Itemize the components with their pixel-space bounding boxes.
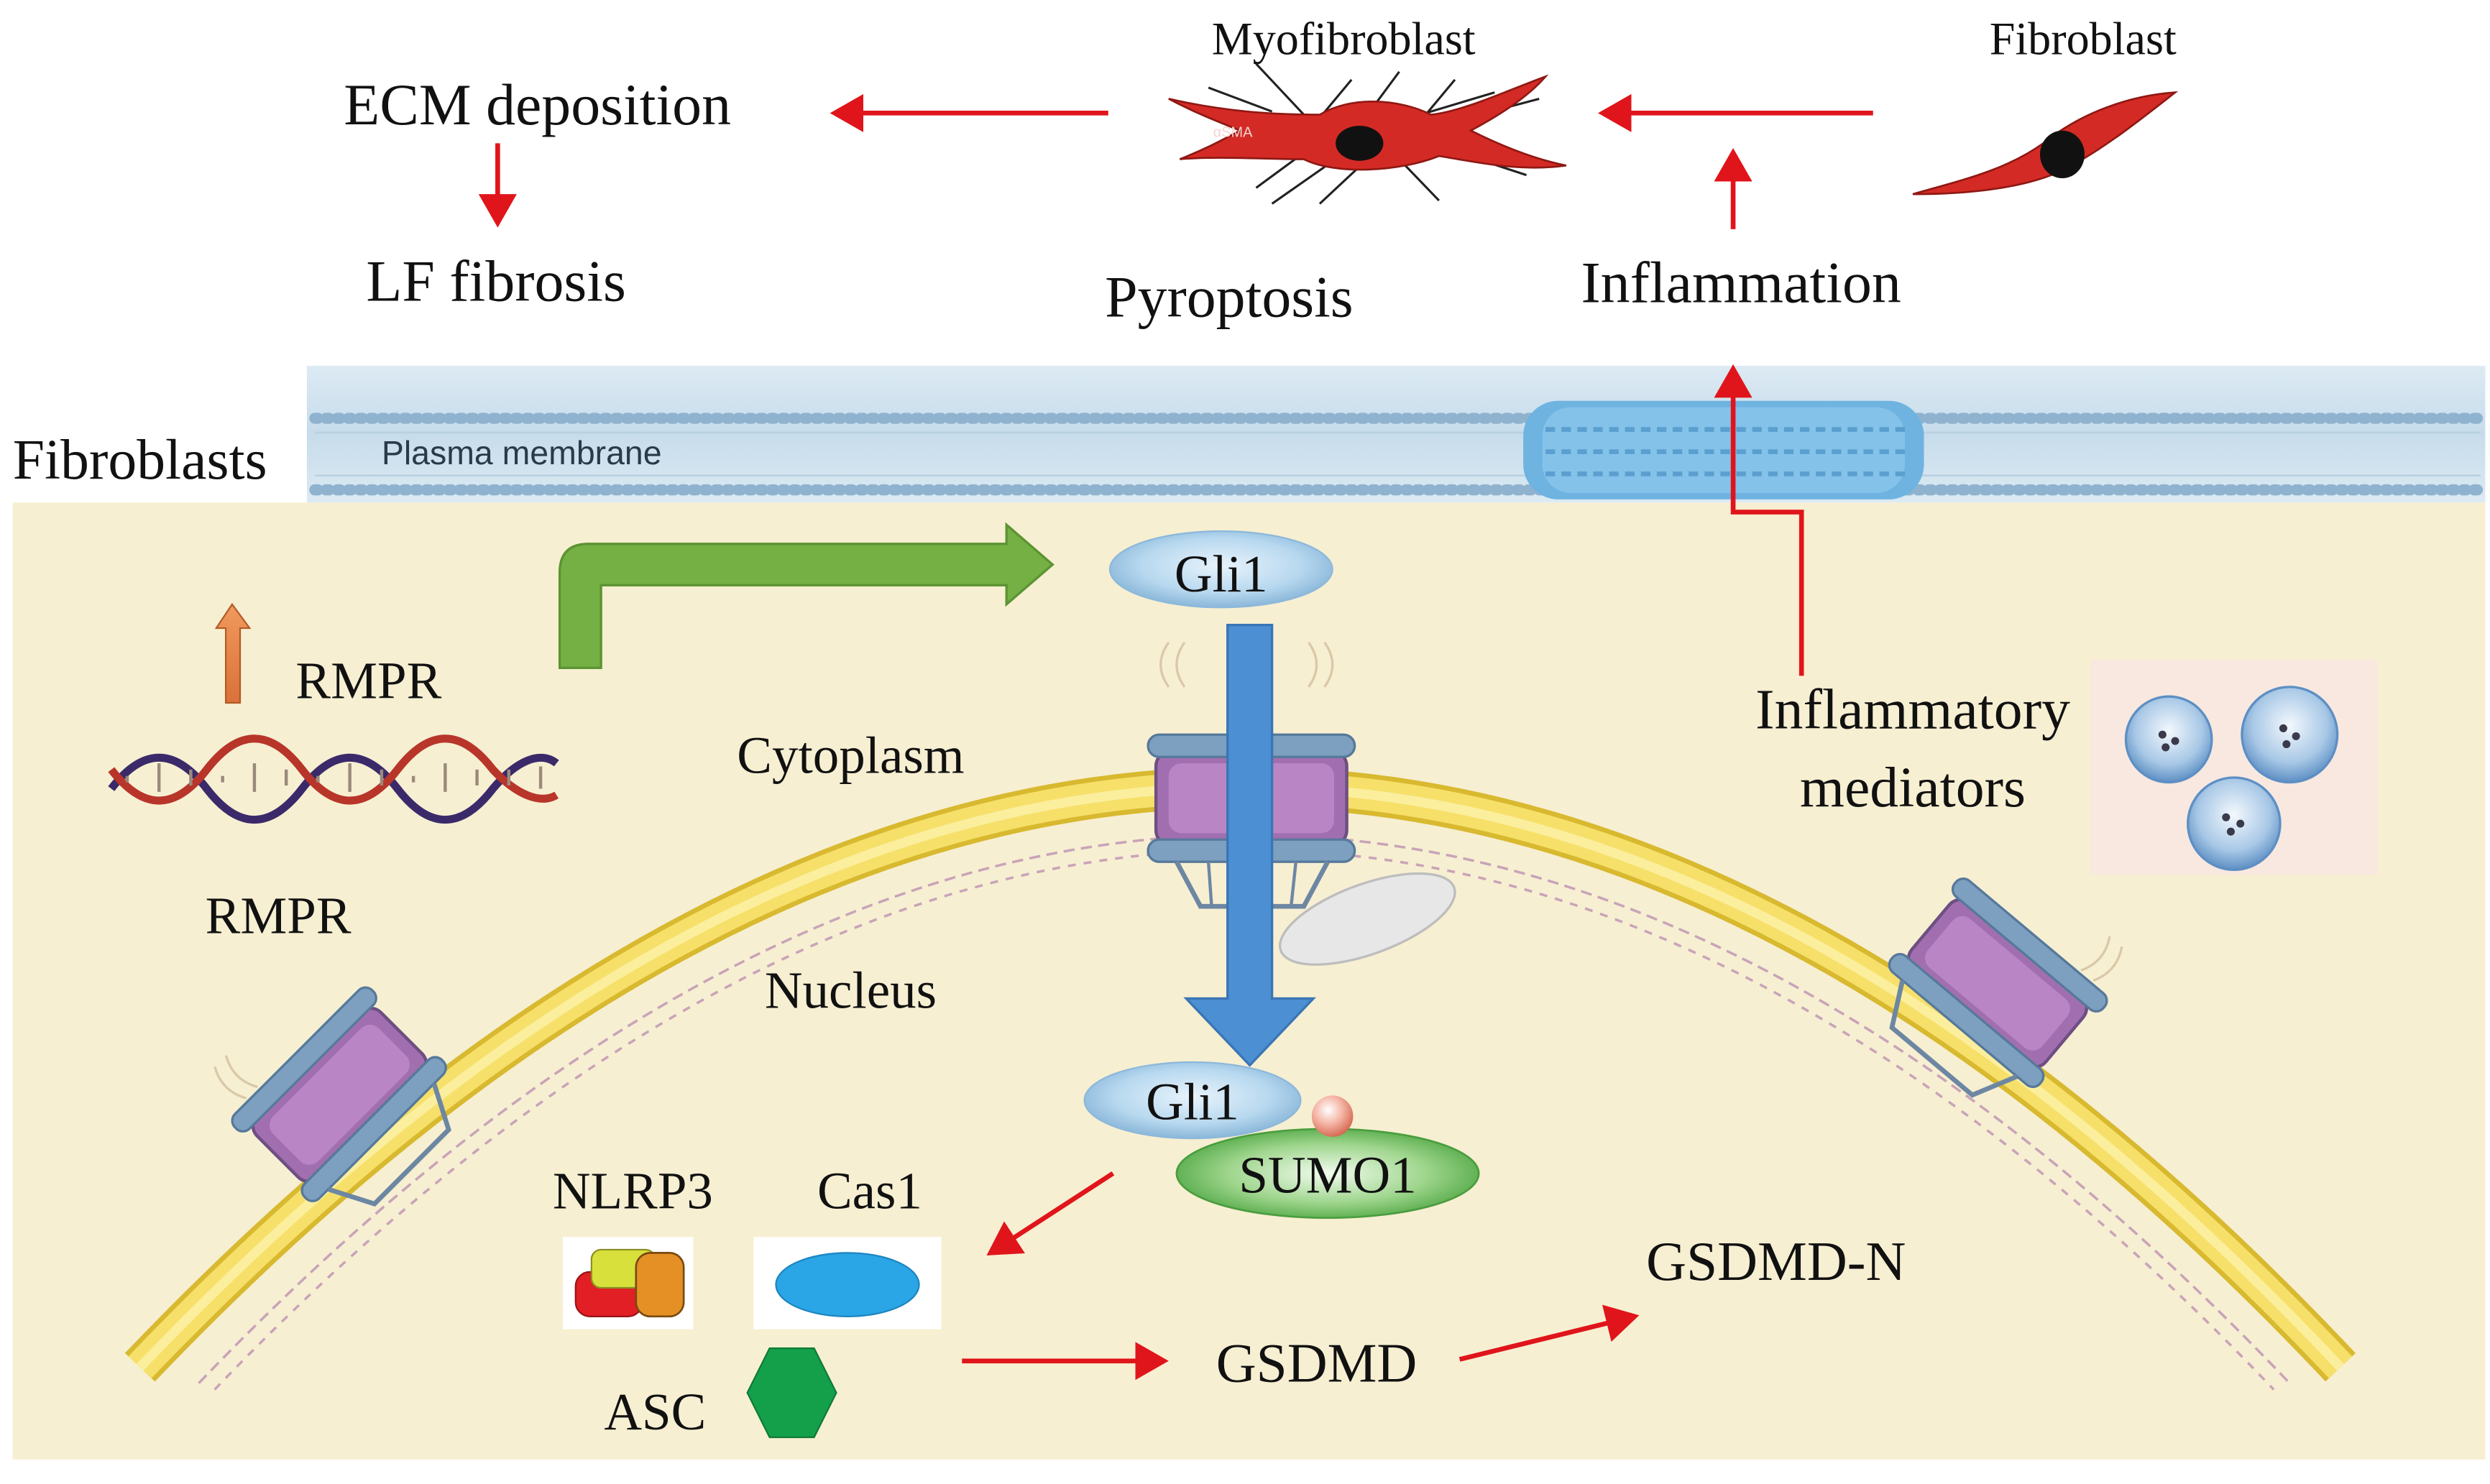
- gli1-bottom-label: Gli1: [1146, 1073, 1239, 1131]
- rmpr-lower-label: RMPR: [206, 887, 352, 945]
- ecm-deposition-label: ECM deposition: [344, 72, 731, 137]
- nucleus-arrows: [962, 1171, 1640, 1381]
- sumo1-label: SUMO1: [1239, 1146, 1416, 1204]
- gli1-top-ellipse: [1108, 530, 1333, 609]
- fibroblast-cell-label: Fibroblast: [1990, 14, 2177, 65]
- gsdmd-label: GSDMD: [1216, 1332, 1418, 1394]
- nlrp3-icon: [563, 1237, 694, 1329]
- green-arrow-rmpr-to-gli1: [558, 522, 1055, 670]
- nucleus-label: Nucleus: [765, 962, 937, 1020]
- asma-label: αSMA: [1213, 125, 1253, 141]
- gli1-bottom-ellipse: [1083, 1061, 1302, 1140]
- gli1-translocation-arrow: [1183, 623, 1316, 1067]
- inflammation-label: Inflammation: [1581, 250, 1901, 315]
- dna-helix-icon: [108, 734, 559, 824]
- inflammatory-mediators-line1: Inflammatory: [1755, 678, 2070, 741]
- nuclear-pore-right: [1888, 877, 2123, 1098]
- plasma-membrane-label: Plasma membrane: [382, 434, 662, 471]
- myofibroblast-cell-icon: αSMA: [1168, 63, 1567, 205]
- membrane-protein-cluster: [1523, 400, 1924, 499]
- top-arrows: [478, 93, 1873, 676]
- arrow-gsdmd-to-gsdmd-n: [1458, 1304, 1640, 1362]
- fibroblasts-label: Fibroblasts: [13, 428, 267, 492]
- cas1-label: Cas1: [817, 1161, 922, 1220]
- nuclear-pore-left: [213, 986, 451, 1207]
- plasma-membrane: [306, 366, 2486, 503]
- cas1-icon: [753, 1237, 942, 1329]
- fibroblast-cell-icon: [1912, 91, 2179, 195]
- arrow-gli1-to-inflammasome: [986, 1171, 1115, 1255]
- rmpr-upper-label: RMPR: [295, 651, 441, 709]
- rmpr-upregulation-arrow: [214, 602, 252, 704]
- inflammatory-mediator-vesicles: [2124, 686, 2339, 871]
- inflammatory-mediators-line2: mediators: [1800, 756, 2026, 819]
- arrow-mediators-to-inflammation: [1714, 364, 1804, 676]
- gli1-top-label: Gli1: [1175, 545, 1268, 603]
- gsdmd-n-label: GSDMD-N: [1646, 1230, 1906, 1292]
- lf-fibrosis-label: LF fibrosis: [366, 248, 625, 313]
- cytoplasm-label: Cytoplasm: [737, 726, 964, 784]
- pyroptosis-label: Pyroptosis: [1105, 264, 1354, 330]
- myofibroblast-label: Myofibroblast: [1212, 14, 1476, 65]
- sumo-conjugate-ball: [1311, 1095, 1354, 1137]
- asc-icon: [746, 1347, 837, 1439]
- nlrp3-label: NLRP3: [553, 1161, 713, 1220]
- asc-label: ASC: [604, 1383, 706, 1441]
